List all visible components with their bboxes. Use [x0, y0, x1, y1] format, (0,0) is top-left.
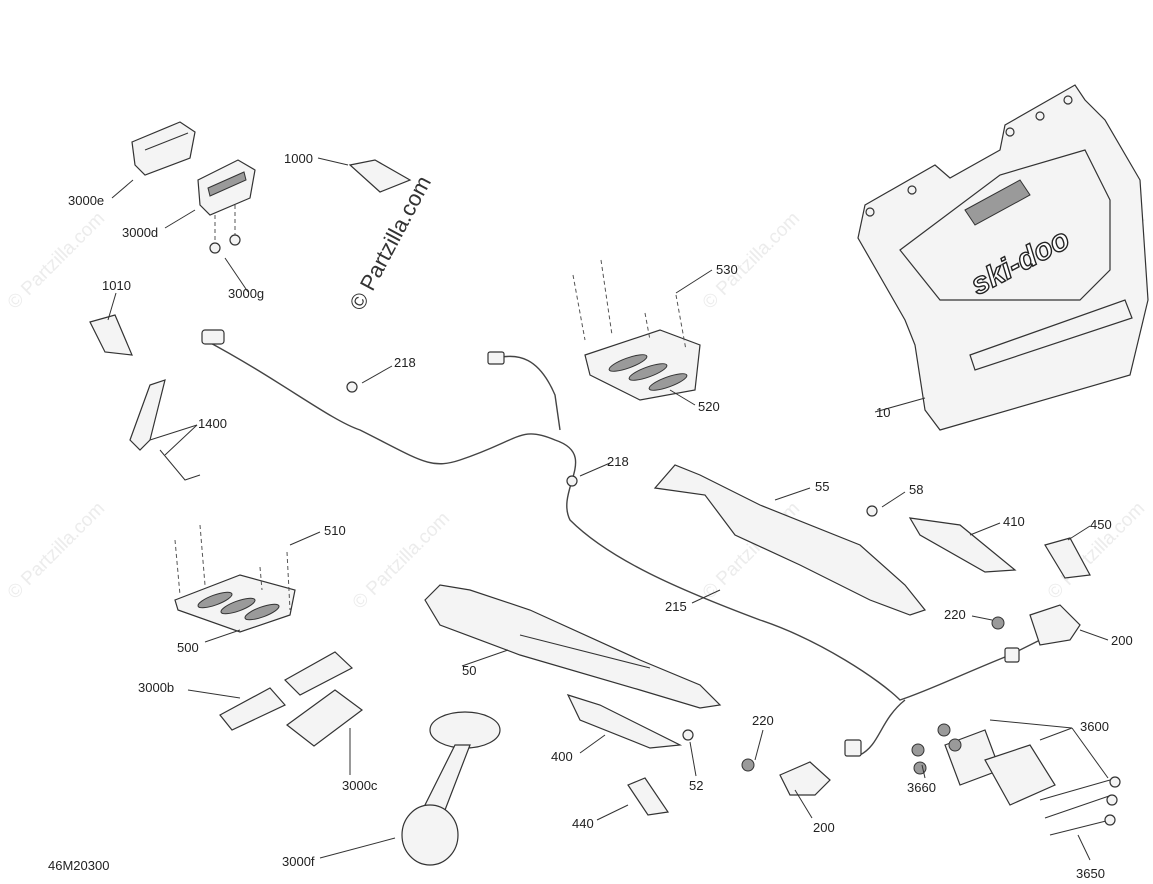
callout-label: 3660 [907, 780, 936, 795]
diagram-code: 46M20300 [48, 858, 110, 873]
wire-harness-icon [201, 329, 1041, 757]
callout-label: 1000 [284, 151, 313, 166]
watermark-main: © Partzilla.com [344, 172, 436, 315]
callout-label: 218 [394, 355, 416, 370]
callout-label: 1010 [102, 278, 131, 293]
callout-label: 200 [813, 820, 835, 835]
callout-label: 55 [815, 479, 829, 494]
leader-lines [107, 157, 1109, 861]
callout-label: 510 [324, 523, 346, 538]
nut-58 [866, 505, 878, 517]
trim-400 [566, 694, 683, 749]
callout-label: 3000f [282, 854, 315, 869]
callout-label: 450 [1090, 517, 1112, 532]
horn-icon [401, 711, 501, 866]
rivet-52 [682, 729, 694, 741]
side-rail-55 [653, 464, 927, 616]
callout-label: 440 [572, 816, 594, 831]
taillight-icon [779, 604, 1081, 796]
hitch-icon [911, 723, 1121, 836]
pad-3000b [219, 687, 286, 731]
callout-label: 200 [1111, 633, 1133, 648]
callout-label: 220 [944, 607, 966, 622]
callout-label: 3650 [1076, 866, 1105, 881]
tool-1400 [129, 379, 201, 481]
grommet-220 [741, 758, 755, 772]
callout-label: 3000e [68, 193, 104, 208]
callout-label: 218 [607, 454, 629, 469]
callout-label: 3000g [228, 286, 264, 301]
step-plate-icon [572, 259, 701, 401]
callout-label: 1400 [198, 416, 227, 431]
callout-label: 58 [909, 482, 923, 497]
callout-label: 410 [1003, 514, 1025, 529]
pad-3000c [286, 689, 364, 747]
decal-1000 [348, 159, 412, 193]
decal-1010 [89, 314, 133, 356]
trim-440 [627, 777, 670, 816]
watermark-tile: © Partzilla.com [699, 208, 804, 313]
callout-label: 10 [876, 405, 890, 420]
callout-label: 50 [462, 663, 476, 678]
callout-label: 3000c [342, 778, 378, 793]
callout-label: 400 [551, 749, 573, 764]
watermark-tile: © Partzilla.com [4, 208, 109, 313]
clip-part-3000e [131, 121, 196, 176]
callout-labels: 1000 3000e 3000d 3000g 1010 218 1400 530… [68, 151, 1133, 881]
grommet-220 [991, 616, 1005, 630]
trim-450 [1044, 537, 1091, 579]
callout-label: 520 [698, 399, 720, 414]
callout-label: 3000b [138, 680, 174, 695]
watermark-tile: © Partzilla.com [4, 498, 109, 603]
callout-label: 530 [716, 262, 738, 277]
callout-label: 500 [177, 640, 199, 655]
callout-label: 3600 [1080, 719, 1109, 734]
callout-label: 52 [689, 778, 703, 793]
callout-label: 3000d [122, 225, 158, 240]
flap-icon: ski-doo [857, 84, 1149, 431]
clip-218 [346, 381, 358, 393]
step-plate-icon [174, 524, 296, 633]
clip-part-3000d [197, 159, 256, 254]
trim-410 [908, 517, 1017, 573]
callout-label: 220 [752, 713, 774, 728]
pad-3000b [284, 651, 354, 696]
clip-218 [566, 475, 578, 487]
callout-label: 215 [665, 599, 687, 614]
